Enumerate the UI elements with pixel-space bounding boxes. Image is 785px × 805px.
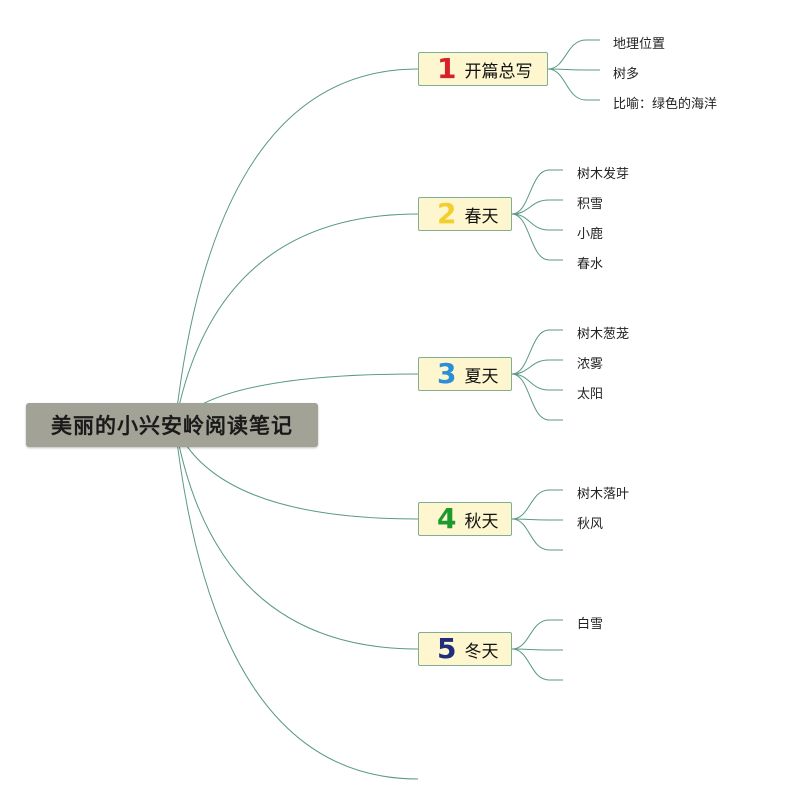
leaf-connector-4-2 xyxy=(511,518,563,521)
leaf-item[interactable]: 地理位置 xyxy=(613,37,666,52)
leaf-connector-1-1 xyxy=(547,39,600,70)
root-connector-1 xyxy=(174,68,419,426)
branch-number: 5 xyxy=(437,632,457,665)
root-connector-5 xyxy=(174,424,419,650)
leaf-item[interactable]: 太阳 xyxy=(577,387,604,402)
branch-label: 开篇总写 xyxy=(464,61,533,82)
leaf-connector-3-1 xyxy=(511,329,563,375)
leaf-item[interactable]: 树木葱茏 xyxy=(577,327,630,342)
leaf-connector-2-2 xyxy=(511,199,563,215)
leaf-item[interactable]: 白雪 xyxy=(577,617,604,632)
branch-node-1[interactable]: 1 开篇总写 xyxy=(418,52,548,86)
leaf-item[interactable]: 比喻：绿色的海洋 xyxy=(613,97,718,112)
leaf-connector-1-3 xyxy=(547,68,600,101)
leaf-connector-4-1 xyxy=(511,489,563,520)
leaf-item[interactable]: 树多 xyxy=(613,67,640,82)
branch-number: 1 xyxy=(437,52,457,85)
leaf-connector-2-3 xyxy=(511,213,563,231)
branch-node-4[interactable]: 4 秋天 xyxy=(418,502,512,536)
leaf-item[interactable]: 秋风 xyxy=(577,517,604,532)
branch-number: 2 xyxy=(437,197,457,230)
branch-label: 秋天 xyxy=(464,511,499,532)
root-connector-2 xyxy=(174,213,419,426)
root-title: 美丽的小兴安岭阅读笔记 xyxy=(51,414,293,438)
branch-node-5[interactable]: 5 冬天 xyxy=(418,632,512,666)
root-connector-4 xyxy=(174,424,419,520)
branch-node-3[interactable]: 3 夏天 xyxy=(418,357,512,391)
leaf-connector-4-3 xyxy=(511,518,563,551)
leaf-item[interactable]: 积雪 xyxy=(577,197,604,212)
leaf-connector-5-3 xyxy=(511,648,563,681)
leaf-connector-3-4 xyxy=(511,373,563,421)
leaf-connector-2-4 xyxy=(511,213,563,261)
leaf-connector-2-1 xyxy=(511,169,563,215)
leaf-item[interactable]: 小鹿 xyxy=(577,227,604,242)
leaf-connector-3-2 xyxy=(511,359,563,375)
leaf-item[interactable]: 树木发芽 xyxy=(577,167,630,182)
leaf-connector-1-2 xyxy=(547,68,600,71)
leaf-connector-5-1 xyxy=(511,619,563,650)
branch-label: 春天 xyxy=(464,206,499,227)
branch-label: 夏天 xyxy=(464,366,499,387)
branch-number: 3 xyxy=(437,357,457,390)
leaf-item[interactable]: 春水 xyxy=(577,257,604,272)
branch-label: 冬天 xyxy=(464,641,499,662)
leaf-item[interactable]: 浓雾 xyxy=(577,357,604,372)
root-node[interactable]: 美丽的小兴安岭阅读笔记 xyxy=(26,403,318,447)
branch-number: 4 xyxy=(437,502,457,535)
leaf-connector-5-2 xyxy=(511,648,563,651)
root-connector-6 xyxy=(174,424,419,780)
leaf-item[interactable]: 树木落叶 xyxy=(577,487,630,502)
leaf-connector-3-3 xyxy=(511,373,563,391)
leaf-connector-lines xyxy=(511,39,600,681)
branch-node-2[interactable]: 2 春天 xyxy=(418,197,512,231)
